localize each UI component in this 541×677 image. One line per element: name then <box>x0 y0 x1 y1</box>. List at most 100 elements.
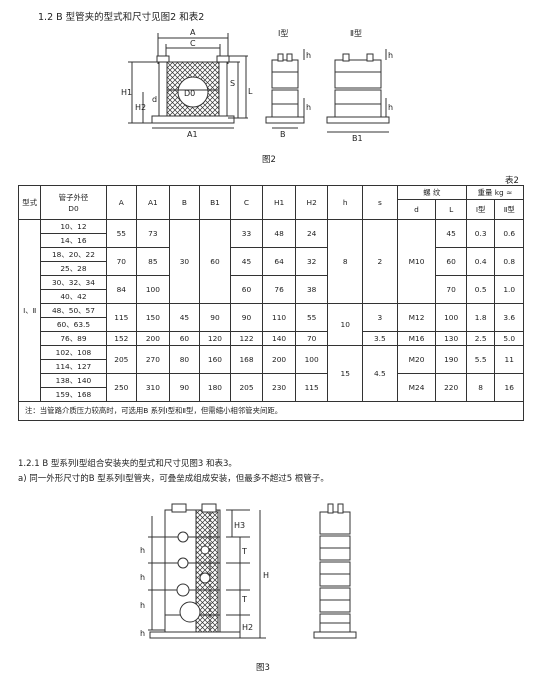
td-od: 60、63.5 <box>40 317 107 332</box>
td-A1: 150 <box>136 303 170 332</box>
fig2-label-type2: Ⅱ型 <box>350 29 362 38</box>
td-w1: 8 <box>465 373 496 402</box>
td-C: 205 <box>229 373 264 402</box>
th-h: h <box>327 185 364 220</box>
td-w2: 11 <box>494 345 524 374</box>
td-B: 90 <box>168 373 201 402</box>
td-A: 55 <box>105 219 138 248</box>
td-w1: 0.4 <box>465 247 496 276</box>
th-w2: Ⅱ型 <box>494 199 524 220</box>
td-w2: 5.0 <box>494 331 524 346</box>
th-L: L <box>435 199 467 220</box>
section-1-2-title: 1.2 B 型管夹的型式和尺寸见图2 和表2 <box>38 12 205 23</box>
th-w1: Ⅰ型 <box>465 199 496 220</box>
td-od: 138、140 <box>40 373 107 388</box>
th-d: d <box>396 199 437 220</box>
th-H1: H1 <box>262 185 296 220</box>
td-d: M24 <box>396 373 437 402</box>
table-row: Ⅰ、Ⅱ 10、12 55 73 30 60 33 48 24 8 2 M10 4… <box>17 219 524 402</box>
fig3-label-T-1: T <box>241 547 247 556</box>
td-H1: 64 <box>262 247 296 276</box>
table-row: 30、32、34 84 100 60 76 38 70 0.5 1.0 <box>19 275 524 304</box>
td-B1: 90 <box>199 303 231 332</box>
td-s: 3.5 <box>362 331 398 346</box>
td-B: 60 <box>168 331 201 346</box>
td-H2: 55 <box>294 303 329 332</box>
td-A1: 200 <box>136 331 170 346</box>
td-H1: 140 <box>262 331 296 346</box>
td-A1: 73 <box>136 219 170 248</box>
fig2-label-A: A <box>190 28 196 37</box>
td-d: M10 <box>396 219 437 304</box>
td-od: 48、50、57 <box>40 303 107 318</box>
td-od: 40、42 <box>40 289 107 304</box>
fig3-label-h-2: h <box>140 573 145 582</box>
td-d: M20 <box>396 345 437 374</box>
td-A1: 270 <box>136 345 170 374</box>
th-pipe-od-label: 管子外径 <box>58 192 89 202</box>
td-A: 84 <box>105 275 138 304</box>
fig3-label-h-1: h <box>140 546 145 555</box>
td-w1: 1.8 <box>465 303 496 332</box>
td-H1: 230 <box>262 373 296 402</box>
td-od: 25、28 <box>40 261 107 276</box>
td-L: 100 <box>435 303 467 332</box>
fig3-label-H3: H3 <box>234 521 245 530</box>
td-H2: 100 <box>294 345 329 374</box>
td-H1: 200 <box>262 345 296 374</box>
td-w2: 3.6 <box>494 303 524 332</box>
td-B1: 180 <box>199 373 231 402</box>
td-H2: 24 <box>294 219 329 248</box>
section-1-2-1-title: 1.2.1 B 型系列Ⅰ型组合安装夹的型式和尺寸见图3 和表3。 <box>18 459 237 469</box>
th-weight: 重量 kg ≈ <box>465 185 525 200</box>
fig2-label-d: d <box>152 95 157 104</box>
td-H2: 70 <box>294 331 329 346</box>
td-A: 152 <box>105 331 138 346</box>
th-H2: H2 <box>294 185 329 220</box>
fig2-label-h-1: h <box>306 51 311 60</box>
td-B1: 160 <box>199 345 231 374</box>
td-H2: 115 <box>294 373 329 402</box>
table-row: 18、20、22 70 85 45 64 32 60 0.4 0.8 <box>19 247 524 276</box>
td-C: 33 <box>229 219 264 248</box>
figure-3-drawing: H3 T T H H2 h h h h <box>140 503 357 639</box>
td-B1: 60 <box>199 219 231 304</box>
section-1-2-1-item-a: a) 同一外形尺寸的B 型系列Ⅰ型管夹，可叠垒成组成安装，但最多不超过5 根管子… <box>18 474 329 484</box>
table-row: 76、89 152 200 60 120 122 140 70 3.5 M16 … <box>19 331 524 346</box>
td-C: 90 <box>229 303 264 332</box>
th-B1: B1 <box>199 185 231 220</box>
table-2: 型式 管子外径 D0 A A1 B B1 C H1 H2 h s 螺 纹 重量 … <box>17 185 525 421</box>
td-C: 45 <box>229 247 264 276</box>
fig2-label-D0: D0 <box>184 89 195 98</box>
fig2-label-h-3: h <box>388 51 393 60</box>
th-pipe-od: 管子外径 D0 <box>40 185 107 220</box>
td-C: 168 <box>229 345 264 374</box>
td-C: 60 <box>229 275 264 304</box>
td-w1: 0.3 <box>465 219 496 248</box>
td-w2: 1.0 <box>494 275 524 304</box>
td-d: M16 <box>396 331 437 346</box>
fig3-label-h-4: h <box>140 629 145 638</box>
fig2-label-L: L <box>248 87 253 96</box>
td-w2: 0.6 <box>494 219 524 248</box>
td-H1: 110 <box>262 303 296 332</box>
td-L: 190 <box>435 345 467 374</box>
fig3-caption: 图3 <box>256 663 270 673</box>
td-L: 220 <box>435 373 467 402</box>
td-w2: 16 <box>494 373 524 402</box>
td-L: 70 <box>435 275 467 304</box>
fig2-label-h-2: h <box>306 103 311 112</box>
table-row: 48、50、57 115 150 45 90 90 110 55 10 3 M1… <box>19 303 524 346</box>
td-s: 2 <box>362 219 398 304</box>
fig2-label-B: B <box>280 130 286 139</box>
figure-2-drawing: A C H1 H2 d D0 S L A1 Ⅰ型 Ⅱ型 h h h h B B1 <box>121 28 393 143</box>
fig3-label-H: H <box>263 571 269 580</box>
td-B: 80 <box>168 345 201 374</box>
fig2-label-A1: A1 <box>187 130 198 139</box>
td-A1: 310 <box>136 373 170 402</box>
fig2-label-H1: H1 <box>121 88 132 97</box>
td-A: 250 <box>105 373 138 402</box>
th-pipe-od-sub: D0 <box>68 203 79 213</box>
table-header-row-1: 型式 管子外径 D0 A A1 B B1 C H1 H2 h s 螺 纹 重量 … <box>17 185 525 220</box>
td-type: Ⅰ、Ⅱ <box>17 219 42 402</box>
